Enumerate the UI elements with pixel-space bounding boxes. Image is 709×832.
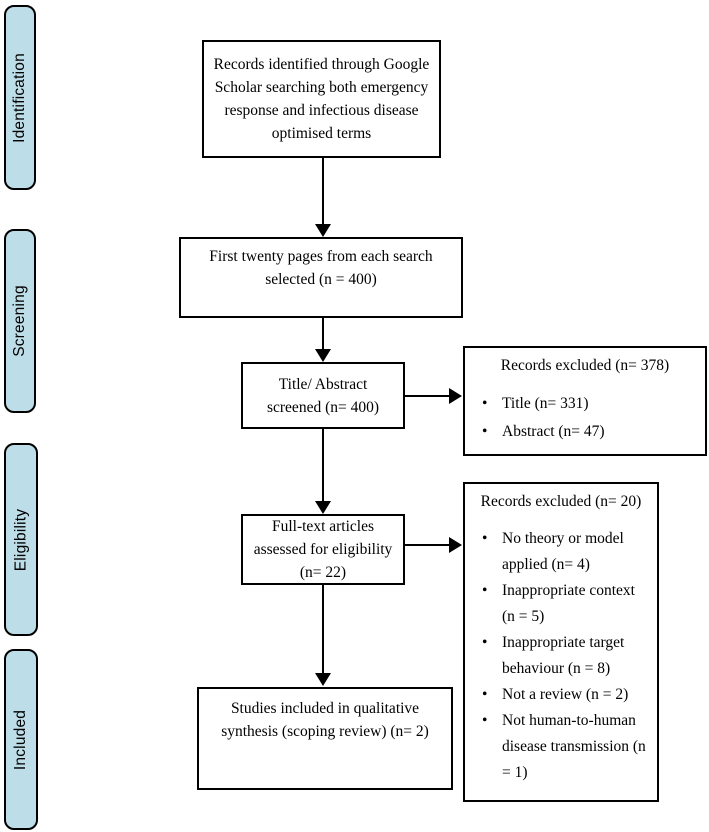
stage-eligibility: Eligibility <box>4 443 38 636</box>
connector-fulltext-to-included <box>322 585 324 674</box>
box-pages-selected-text: First twenty pages from each search sele… <box>209 248 433 288</box>
box-records-identified: Records identified through Google Schola… <box>202 40 441 158</box>
stage-included: Included <box>4 649 38 830</box>
excluded-screening-title: Records excluded (n= 378) <box>500 357 670 374</box>
stage-screening-label: Screening <box>11 285 29 357</box>
connector-identified-to-selected <box>322 158 324 225</box>
box-records-identified-text: Records identified through Google Schola… <box>213 56 430 142</box>
box-title-abstract-screened-text: Title/ Abstract screened (n= 400) <box>266 375 380 416</box>
arrowhead-down-icon <box>315 673 331 686</box>
exclusion-reason-item: Abstract (n= 47) <box>465 418 699 446</box>
exclusion-reason-item: Not human-to-human disease transmission … <box>465 708 651 786</box>
box-fulltext-assessed-text: Full-text articles assessed for eligibil… <box>253 518 393 581</box>
box-studies-included-text: Studies included in qualitative synthesi… <box>221 700 429 740</box>
stage-identification: Identification <box>4 5 36 190</box>
excluded-screening-list: Title (n= 331)Abstract (n= 47) <box>465 390 705 446</box>
box-pages-selected: First twenty pages from each search sele… <box>179 237 463 318</box>
arrowhead-down-icon <box>315 224 331 237</box>
excluded-eligibility-list: No theory or model applied (n= 4)Inappro… <box>465 526 657 786</box>
box-records-excluded-screening: Records excluded (n= 378) Title (n= 331)… <box>463 346 707 456</box>
box-records-excluded-eligibility: Records excluded (n= 20) No theory or mo… <box>463 482 659 802</box>
stage-identification-label: Identification <box>11 52 28 143</box>
stage-included-label: Included <box>12 709 30 770</box>
exclusion-reason-item: Not a review (n = 2) <box>465 682 651 708</box>
arrowhead-down-icon <box>315 501 331 514</box>
box-fulltext-assessed: Full-text articles assessed for eligibil… <box>241 514 405 585</box>
connector-selected-to-screened <box>322 318 324 351</box>
excluded-eligibility-title: Records excluded (n= 20) <box>480 493 642 510</box>
stage-screening: Screening <box>4 229 36 413</box>
stage-eligibility-label: Eligibility <box>12 508 29 571</box>
connector-fulltext-to-excluded <box>405 544 450 546</box>
arrowhead-right-icon <box>449 537 462 553</box>
exclusion-reason-item: Inappropriate context (n = 5) <box>465 578 651 630</box>
exclusion-reason-item: Title (n= 331) <box>465 390 699 418</box>
connector-screened-to-fulltext <box>322 429 324 502</box>
exclusion-reason-item: No theory or model applied (n= 4) <box>465 526 651 578</box>
box-title-abstract-screened: Title/ Abstract screened (n= 400) <box>241 362 405 429</box>
arrowhead-down-icon <box>315 349 331 362</box>
box-studies-included: Studies included in qualitative synthesi… <box>197 687 453 790</box>
arrowhead-right-icon <box>449 388 462 404</box>
connector-screened-to-excluded <box>405 395 450 397</box>
exclusion-reason-item: Inappropriate target behaviour (n = 8) <box>465 630 651 682</box>
